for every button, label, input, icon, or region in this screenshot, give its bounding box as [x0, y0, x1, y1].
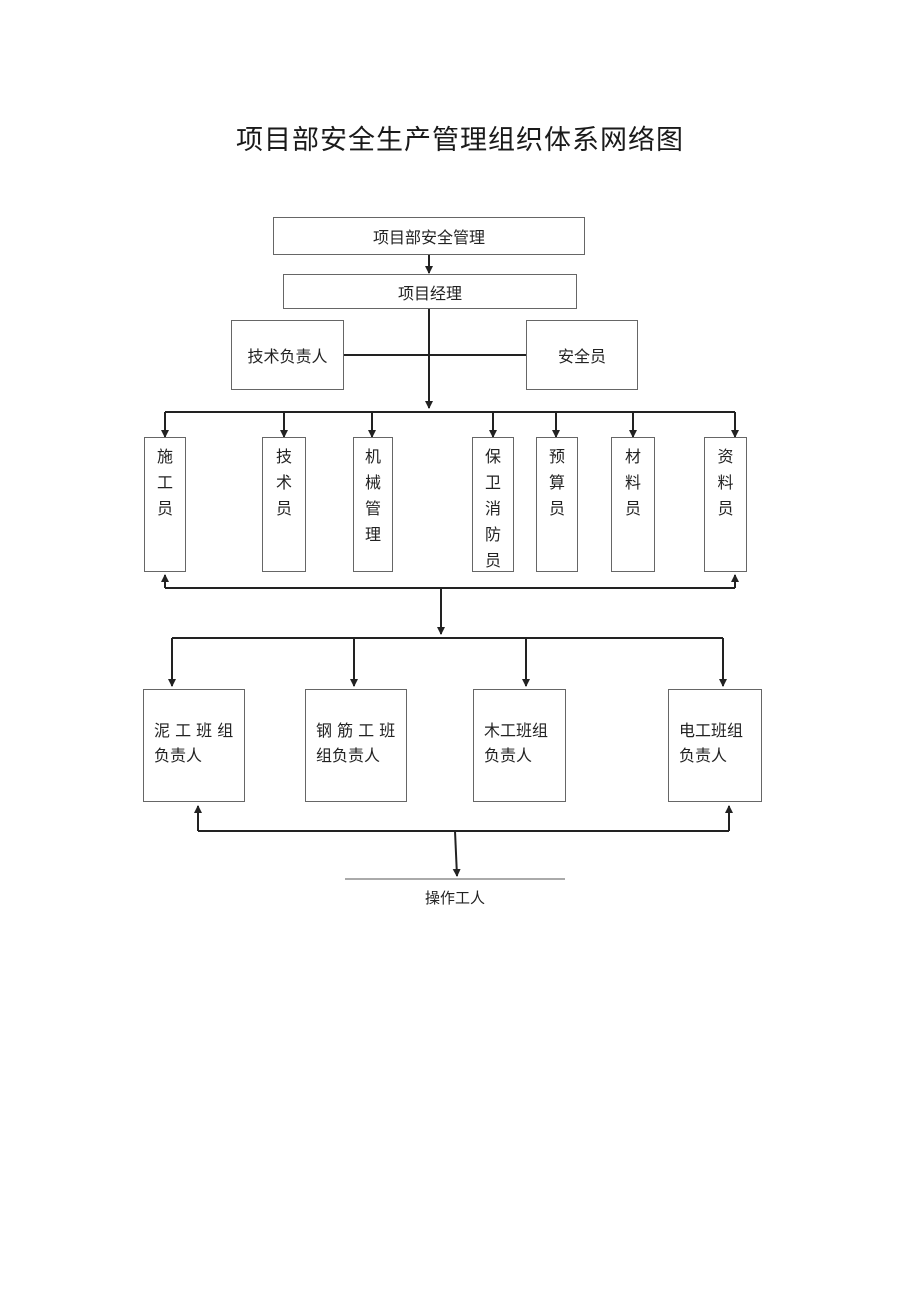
- project-manager-box: 项目经理: [283, 274, 577, 309]
- project-manager-label: 项目经理: [397, 283, 462, 303]
- staff-char: 卫: [484, 473, 501, 492]
- staff-char: 料: [717, 473, 734, 492]
- page-title: 项目部安全生产管理组织体系网络图: [236, 125, 684, 156]
- team-line: 负责人: [679, 746, 728, 765]
- technical-lead-box: 技术负责人: [231, 320, 344, 390]
- staff-machinery: 机 械 管 理: [353, 437, 393, 572]
- team-line: 负责人: [484, 746, 533, 765]
- team-rebar: 钢 筋 工 班 组负责人: [305, 689, 407, 802]
- staff-technician: 技 术 员: [262, 437, 306, 572]
- staff-char: 保: [484, 447, 501, 466]
- team-line: 电工班组: [679, 721, 744, 740]
- staff-materials: 材 料 员: [611, 437, 655, 572]
- staff-char: 防: [484, 525, 501, 544]
- team-masonry: 泥 工 班 组 负责人: [143, 689, 245, 802]
- staff-char: 材: [624, 447, 641, 466]
- staff-char: 施: [156, 447, 173, 466]
- staff-char: 员: [717, 499, 734, 518]
- staff-char: 料: [624, 473, 641, 492]
- staff-char: 术: [275, 473, 292, 492]
- staff-char: 员: [156, 499, 173, 518]
- staff-char: 预: [548, 447, 565, 466]
- staff-budget: 预 算 员: [536, 437, 578, 572]
- top-management-label: 项目部安全管理: [372, 228, 485, 247]
- team-line: 泥 工 班 组: [154, 721, 234, 740]
- team-line: 负责人: [154, 746, 203, 765]
- staff-char: 技: [275, 447, 292, 466]
- staff-char: 消: [484, 499, 501, 518]
- staff-char: 员: [548, 499, 565, 518]
- staff-documents: 资 料 员: [704, 437, 747, 572]
- staff-char: 理: [364, 525, 381, 544]
- technical-lead-label: 技术负责人: [247, 347, 328, 366]
- safety-officer-box: 安全员: [526, 320, 638, 390]
- team-electrical: 电工班组 负责人: [668, 689, 762, 802]
- staff-construction: 施 工 员: [144, 437, 186, 572]
- safety-officer-label: 安全员: [557, 347, 606, 366]
- staff-char: 员: [275, 499, 292, 518]
- staff-char: 资: [717, 447, 734, 466]
- staff-char: 算: [548, 473, 565, 492]
- staff-char: 员: [624, 499, 641, 518]
- team-line: 木工班组: [484, 721, 549, 740]
- team-line: 组负责人: [316, 746, 381, 765]
- top-management-box: 项目部安全管理: [273, 217, 585, 255]
- staff-char: 机: [364, 447, 381, 466]
- arrow-to-workers: [452, 830, 461, 877]
- team-carpentry: 木工班组 负责人: [473, 689, 566, 802]
- staff-char: 员: [484, 551, 501, 570]
- staff-char: 械: [364, 473, 381, 492]
- staff-security-fire: 保 卫 消 防 员: [472, 437, 514, 572]
- staff-char: 管: [364, 499, 381, 518]
- workers-label: 操作工人: [424, 889, 485, 907]
- staff-char: 工: [156, 473, 173, 492]
- team-line: 钢 筋 工 班: [316, 721, 396, 740]
